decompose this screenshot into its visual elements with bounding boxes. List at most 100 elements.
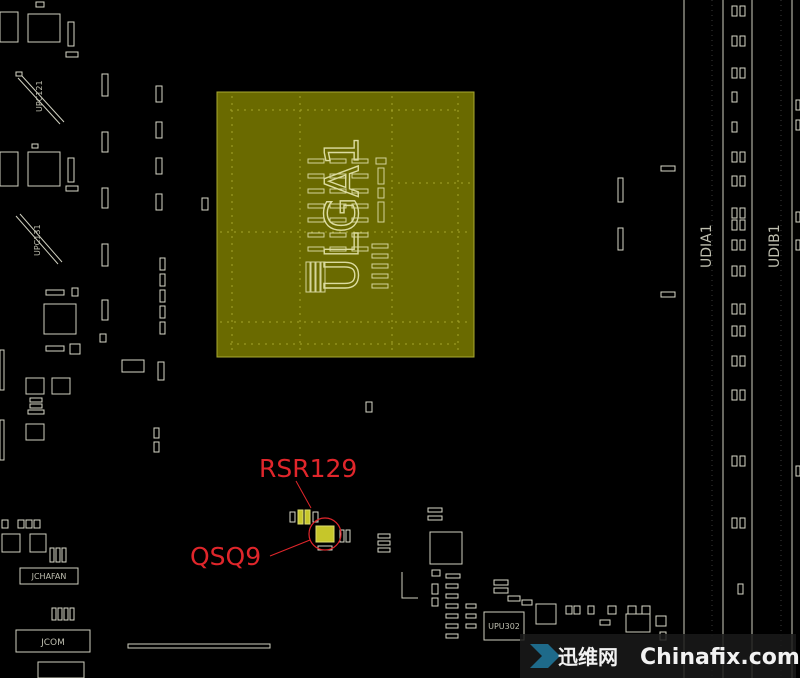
smd-pad	[431, 583, 439, 595]
smd-pad	[63, 607, 69, 621]
socket-pad	[351, 246, 369, 252]
socket-body	[216, 91, 475, 358]
smd-pad	[155, 85, 163, 103]
slot-pad	[795, 465, 800, 477]
slot-pad	[739, 175, 746, 187]
chip-upu302	[483, 611, 525, 641]
slot-pad	[731, 303, 738, 315]
smd-pad	[565, 605, 573, 615]
socket-pad	[307, 158, 325, 164]
component-outline	[625, 613, 651, 633]
smd-pad	[67, 21, 75, 47]
slot-pad	[731, 219, 738, 231]
smd-pad	[35, 1, 45, 8]
highlighted-parts: RSR129 QSQ9	[190, 454, 357, 571]
bottom-center-components: UPU302	[377, 507, 667, 641]
smd-pad	[15, 71, 23, 77]
slot-pad	[731, 35, 738, 47]
smd-pad	[607, 605, 617, 615]
smd-pad	[445, 613, 459, 619]
socket-pad	[377, 201, 385, 223]
socket-pad	[351, 173, 369, 179]
smd-pad	[289, 511, 296, 523]
component-outline	[29, 533, 47, 553]
socket-pad	[305, 261, 311, 293]
smd-pad	[377, 533, 391, 539]
smd-pad	[29, 397, 43, 403]
socket-pad	[351, 158, 369, 164]
smd-pad	[573, 605, 581, 615]
smd-pad	[99, 333, 107, 343]
smd-pad	[69, 343, 81, 355]
slot-pad	[795, 119, 800, 131]
smd-pad	[201, 197, 209, 211]
top-left-components: UPC121 UPC131	[0, 1, 373, 461]
smd-pad	[617, 177, 624, 203]
callout-qsq9: QSQ9	[190, 542, 261, 571]
socket-pad	[371, 253, 389, 259]
smd-pad	[45, 345, 65, 352]
smd-pad	[159, 321, 166, 335]
watermark-backdrop	[630, 634, 796, 678]
slot-pad	[739, 517, 746, 529]
slot-label-udia1: UDIA1	[699, 224, 715, 268]
smd-pad	[339, 529, 345, 543]
slot-pad	[739, 151, 746, 163]
smd-pad	[155, 121, 163, 139]
connector-jchafan	[19, 567, 79, 585]
diagonal-part-upc131	[19, 213, 63, 263]
smd-pad	[155, 193, 163, 211]
slot-pad	[739, 239, 746, 251]
smd-pad	[431, 569, 441, 577]
smd-pad	[49, 547, 55, 563]
socket-pad	[377, 187, 385, 199]
smd-pad	[445, 633, 459, 639]
smd-pad	[33, 519, 41, 529]
component-outline	[25, 423, 45, 441]
socket-pad	[371, 273, 389, 279]
connector-jcom	[15, 629, 91, 653]
smd-pad	[65, 51, 79, 58]
slot-pad	[731, 455, 738, 467]
component-outline	[51, 377, 71, 395]
smd-pad	[599, 619, 611, 626]
slot-pad	[739, 265, 746, 277]
smd-pad	[157, 361, 165, 381]
slot-pad	[795, 239, 800, 251]
silk-upc121: UPC121	[35, 80, 44, 112]
smd-pad	[29, 403, 43, 409]
watermark-logo-icon	[530, 644, 560, 668]
mid-right-components	[617, 165, 676, 298]
slot-pad	[739, 303, 746, 315]
smd-pad	[445, 603, 459, 609]
long-pad	[127, 643, 271, 649]
slot-pad	[739, 219, 746, 231]
smd-pad	[465, 603, 477, 609]
smd-pad	[27, 409, 45, 415]
smd-pad	[159, 257, 166, 271]
socket-pad	[307, 203, 325, 209]
smd-pad	[445, 583, 459, 589]
smd-pad	[71, 287, 79, 297]
component-outline	[27, 13, 61, 43]
slot-pad	[739, 207, 746, 219]
component-outline	[0, 11, 19, 43]
smd-pad	[55, 547, 61, 563]
smd-pad	[45, 289, 65, 296]
smd-pad	[155, 157, 163, 175]
smd-pad	[121, 359, 145, 373]
silk-upu302: UPU302	[488, 622, 520, 631]
smd-pad	[365, 401, 373, 413]
smd-pad	[101, 187, 109, 209]
smd-pad	[521, 599, 533, 606]
slot-pad	[731, 239, 738, 251]
smd-pad	[69, 607, 75, 621]
socket-pad	[351, 217, 369, 223]
slot-label-udib1: UDIB1	[767, 224, 783, 268]
component-outline	[43, 303, 77, 335]
socket-pad	[307, 188, 325, 194]
edge-part	[0, 419, 5, 461]
smd-pad	[153, 427, 160, 439]
